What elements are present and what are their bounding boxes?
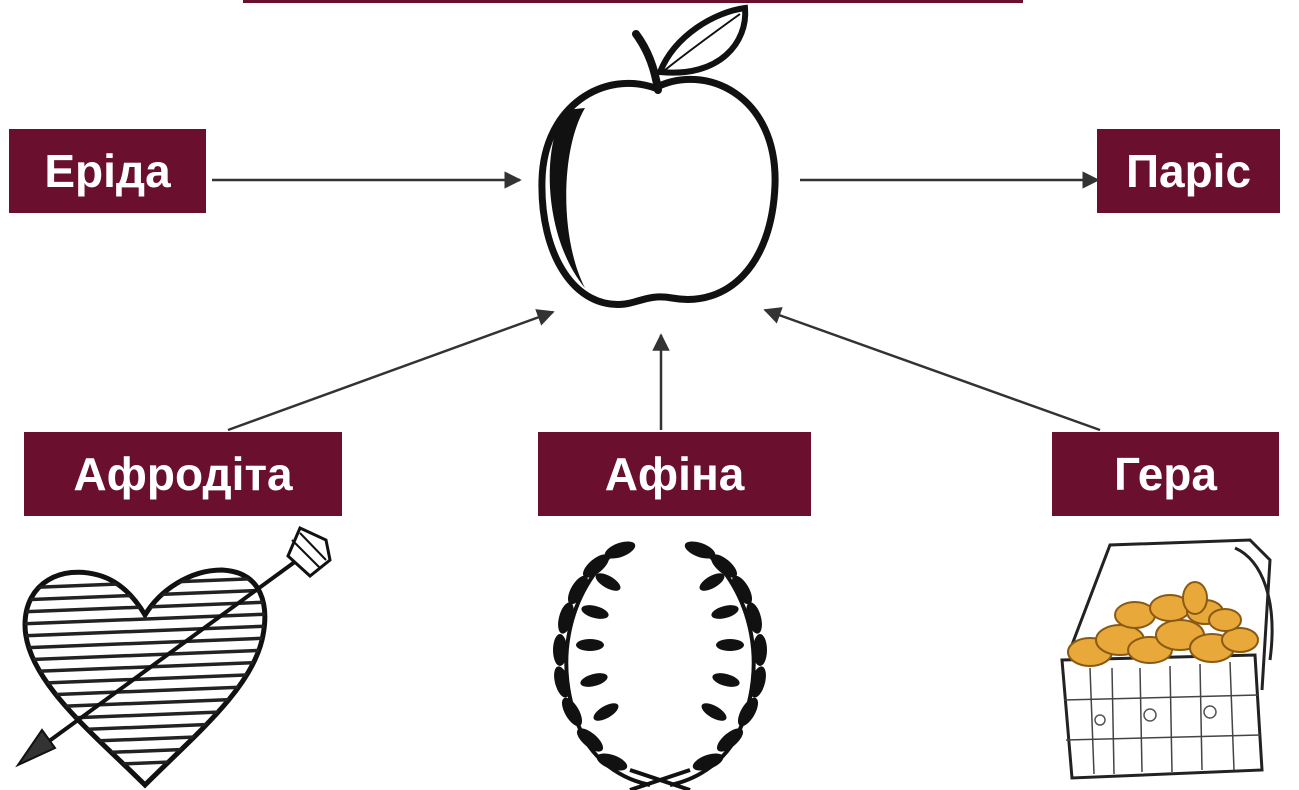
label-paris: Паріс: [1097, 129, 1280, 213]
label-afina: Афіна: [538, 432, 811, 516]
label-erida-text: Еріда: [44, 145, 171, 197]
label-paris-text: Паріс: [1125, 145, 1252, 197]
arrow-hera-to-apple: [763, 307, 1101, 432]
heart-with-arrow-icon: [15, 525, 332, 789]
label-afrodita-text: Афродіта: [73, 448, 293, 500]
label-hera-text: Гера: [1113, 448, 1217, 500]
label-afina-text: Афіна: [604, 448, 745, 500]
label-afrodita: Афродіта: [24, 432, 342, 516]
label-erida: Еріда: [9, 129, 206, 213]
arrow-afrodita-to-apple: [227, 309, 555, 432]
title-underline: [243, 0, 1023, 3]
label-hera: Гера: [1052, 432, 1279, 516]
treasure-chest-icon: [1060, 538, 1274, 780]
laurel-wreath-icon: [553, 541, 767, 790]
apple-icon: [538, 4, 779, 308]
